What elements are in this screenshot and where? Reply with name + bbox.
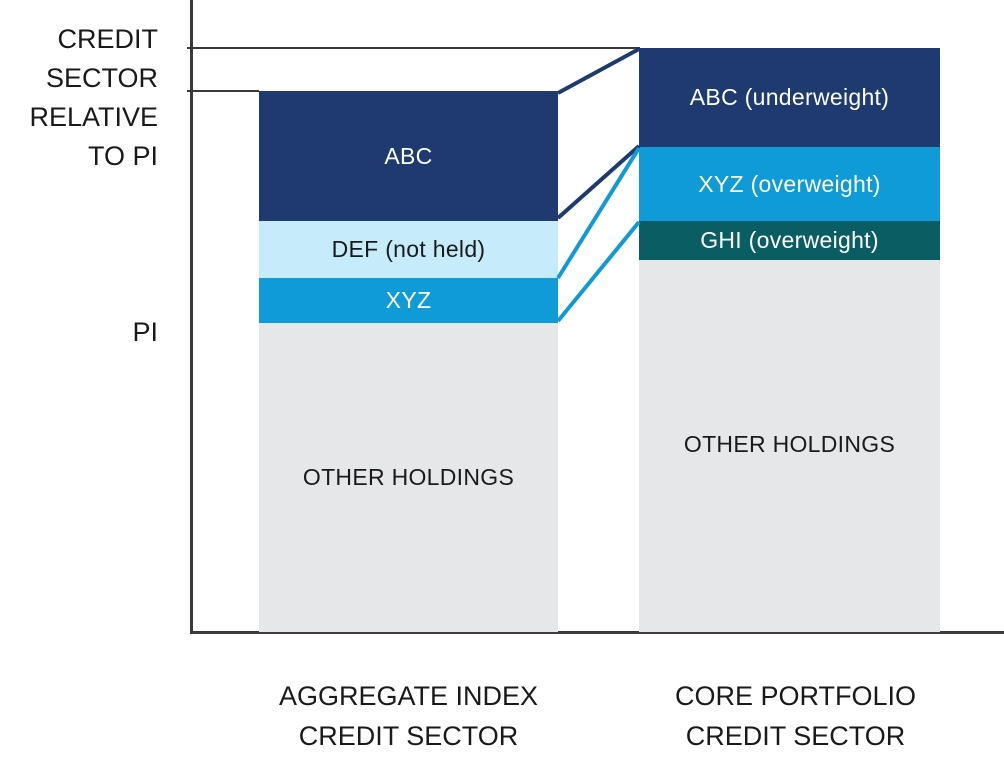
index-segment-def: DEF (not held) [259, 221, 558, 278]
aggregate-index-category-label: AGGREGATE INDEX CREDIT SECTOR [259, 676, 558, 756]
side-label-line-4: TO PI [87, 141, 158, 171]
core-portfolio-category-label: CORE PORTFOLIO CREDIT SECTOR [639, 676, 952, 756]
portfolio-segment-ghi: GHI (overweight) [639, 221, 940, 260]
index-segment-abc-label: ABC [384, 142, 433, 169]
abc-top-connector [557, 47, 640, 95]
core-portfolio-label-line-2: CREDIT SECTOR [685, 721, 906, 751]
portfolio-segment-other: OTHER HOLDINGS [639, 260, 940, 632]
portfolio-segment-xyz-label: XYZ (overweight) [698, 170, 881, 197]
credit-sector-relative-label: CREDIT SECTOR RELATIVE TO PI [10, 20, 158, 176]
index-segment-other-label: OTHER HOLDINGS [302, 464, 515, 490]
portfolio-segment-abc-label: ABC (underweight) [689, 84, 890, 110]
portfolio-segment-abc: ABC (underweight) [639, 48, 940, 147]
aggregate-index-label-line-1: AGGREGATE INDEX [278, 681, 539, 711]
aggregate-index-label-line-2: CREDIT SECTOR [298, 721, 519, 751]
portfolio-segment-ghi-label: GHI (overweight) [700, 227, 879, 253]
side-label-line-3: RELATIVE [29, 102, 158, 132]
abc-bottom-connector [556, 144, 641, 220]
portfolio-top-reference-line [187, 47, 640, 49]
xyz-bottom-connector [556, 220, 641, 323]
index-top-reference-line [187, 90, 259, 92]
portfolio-segment-xyz: XYZ (overweight) [639, 147, 940, 221]
index-segment-xyz: XYZ [259, 278, 558, 323]
index-segment-xyz-label: XYZ [385, 287, 432, 313]
x-axis [190, 631, 1004, 634]
index-segment-def-label: DEF (not held) [331, 236, 486, 262]
index-segment-other: OTHER HOLDINGS [259, 323, 558, 632]
index-segment-abc: ABC [259, 91, 558, 221]
pi-label: PI [132, 317, 158, 347]
y-axis [190, 0, 193, 633]
side-label-line-2: SECTOR [45, 63, 158, 93]
portfolio-segment-other-label: OTHER HOLDINGS [683, 431, 896, 457]
side-label-line-1: CREDIT [57, 24, 159, 54]
xyz-top-connector [556, 146, 641, 280]
core-portfolio-label-line-1: CORE PORTFOLIO [674, 681, 917, 711]
